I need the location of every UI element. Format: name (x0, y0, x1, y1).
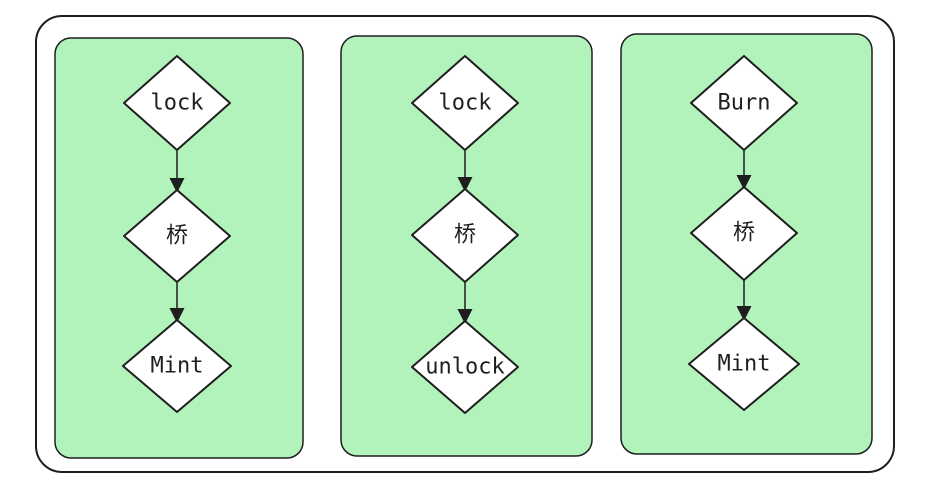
panel-3-node-2: 桥 (690, 186, 798, 281)
panel-1-node-2-diamond (123, 189, 231, 283)
panel-3: Burn 桥 Mint (620, 33, 873, 455)
panel-1-node-2-label: 桥 (166, 224, 188, 249)
panel-2-node-2-label: 桥 (454, 223, 476, 248)
panel-2-node-1: lock (411, 55, 519, 151)
panel-3-node-3-diamond (688, 317, 800, 411)
panel-2-node-3: unlock (411, 320, 519, 414)
panel-1-node-1-diamond (123, 55, 231, 151)
panel-3-node-1: Burn (690, 55, 798, 151)
panel-1-node-1-label: lock (151, 91, 204, 116)
panel-1-node-3: Mint (122, 319, 232, 413)
panel-2-node-2-diamond (411, 188, 519, 283)
panel-2-node-3-label: unlock (425, 355, 504, 380)
panel-1: lock 桥 Mint (54, 37, 304, 459)
panel-3-node-3-label: Mint (718, 352, 771, 377)
panel-2-node-3-diamond (411, 320, 519, 414)
panel-3-node-1-label: Burn (718, 91, 771, 116)
panel-2: lock 桥 unlock (340, 35, 593, 457)
panel-2-node-2: 桥 (411, 188, 519, 283)
panel-3-node-3: Mint (688, 317, 800, 411)
panel-1-node-1: lock (123, 55, 231, 151)
panel-2-node-1-diamond (411, 55, 519, 151)
panel-1-node-2: 桥 (123, 189, 231, 283)
panel-2-node-1-label: lock (439, 91, 492, 116)
panel-3-node-1-diamond (690, 55, 798, 151)
panel-1-node-3-diamond (122, 319, 232, 413)
panel-3-node-2-label: 桥 (733, 221, 755, 246)
panel-1-node-3-label: Mint (151, 354, 204, 379)
panel-3-node-2-diamond (690, 186, 798, 281)
